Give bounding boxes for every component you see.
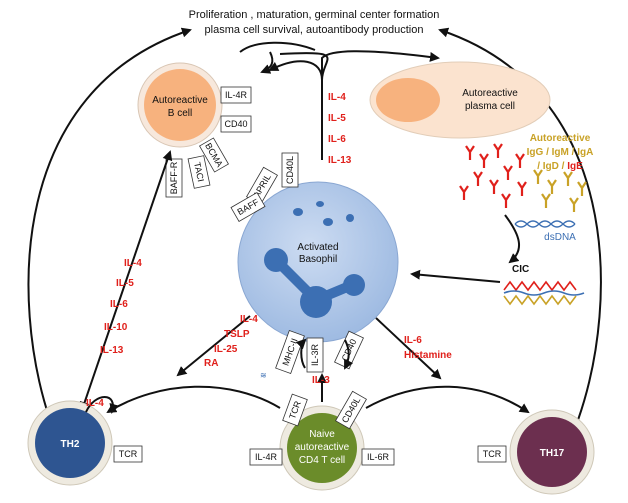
th2-label: TH2 (61, 439, 80, 450)
naive-t-label-line2: autoreactive (295, 442, 350, 453)
basophil-nucleus (264, 248, 365, 318)
plasma-cell-label-line2: plasma cell (465, 101, 515, 112)
svg-text:IL-6R: IL-6R (367, 452, 390, 462)
basophil-to-th2-arrow (176, 315, 251, 377)
svg-text:IL-4R: IL-4R (225, 90, 248, 100)
svg-text:IL-3R: IL-3R (310, 343, 320, 366)
svg-text:TCR: TCR (483, 449, 502, 459)
basophil-to-th17-arrow (375, 317, 442, 380)
th2-cytokine-4: IL-10 (104, 322, 128, 333)
antibody-cluster (459, 143, 587, 212)
th2-cell (35, 408, 105, 478)
b-cell-receptor-il4r: IL-4R (220, 86, 252, 104)
b-cell-label-line2: B cell (168, 108, 192, 119)
cic-to-basophil-arrow (410, 269, 501, 283)
basophil-label-line2: Basophil (299, 254, 337, 265)
th2-cytokine-3: IL-6 (110, 299, 128, 310)
basophil-peptide-mark: ≋ (260, 371, 267, 380)
basophil-to-th17-2: Histamine (404, 350, 452, 361)
basophil-to-plasma-arrow (321, 50, 440, 80)
basophil-surface-il3r: IL-3R (306, 337, 324, 373)
antibodies-line2: IgG / IgM / IgA (527, 147, 594, 158)
naive-t-receptor-il4r: IL-4R (249, 448, 283, 466)
th2-to-top-arrow (27, 27, 192, 421)
dsdna-helix (514, 220, 576, 228)
cic-complex (503, 280, 585, 306)
naive-to-th2-arrow (106, 385, 281, 414)
th2-receptor-tcr: TCR (113, 445, 143, 463)
basophil-cytokine-3: IL-6 (328, 134, 346, 145)
b-cell-label-line1: Autoreactive (152, 95, 208, 106)
b-cell-receptor-cd40: CD40 (220, 115, 252, 133)
top-text-line2: plasma cell survival, autoantibody produ… (205, 24, 424, 36)
th17-label: TH17 (540, 448, 565, 459)
naive-t-receptor-tcr: TCR (282, 393, 308, 427)
th2-cytokine-2: IL-5 (116, 278, 134, 289)
basophil-granules (293, 201, 354, 226)
naive-to-th17-arrow (365, 385, 530, 414)
antibodies-line3: / IgD / IgE (537, 161, 583, 172)
top-text-line1: Proliferation , maturation, germinal cen… (189, 9, 440, 21)
basophil-to-th2-4: RA (204, 358, 218, 369)
th17-receptor-tcr: TCR (477, 445, 507, 463)
basophil-cytokine-4: IL-13 (328, 155, 352, 166)
basophil-surface-mhcii: MHC-II (275, 329, 305, 375)
svg-text:CD40: CD40 (224, 119, 247, 129)
th2-feedback-label: IL-4 (86, 398, 104, 409)
basophil-to-th2-3: IL-25 (214, 344, 238, 355)
b-cell-receptor-bcma: BCMA (199, 137, 229, 173)
top-to-bcell-arrow (260, 51, 274, 74)
b-cell (144, 69, 216, 141)
il3-label: IL-3 (312, 375, 330, 386)
antibodies-title: Autoreactive (530, 133, 591, 144)
basophil-surface-cd40l: CD40L (281, 152, 299, 188)
plasma-cell-nucleus (376, 78, 440, 122)
dsdna-label: dsDNA (544, 232, 576, 243)
basophil-to-bcell-arrow (268, 60, 323, 160)
svg-text:BAFF-R: BAFF-R (169, 161, 179, 194)
th2-bcell-arrow (79, 150, 173, 412)
basophil-to-th2-2: TSLP (224, 329, 250, 340)
b-cell-receptor-baffr: BAFF-R (165, 158, 183, 198)
basophil-label-line1: Activated (297, 242, 338, 253)
svg-text:TCR: TCR (119, 449, 138, 459)
th17-to-top-arrow (438, 27, 602, 421)
basophil-cytokine-2: IL-5 (328, 113, 346, 124)
basophil-surface-baff: BAFF (230, 192, 266, 222)
plasma-cell-label-line1: Autoreactive (462, 88, 518, 99)
antibody-dsdna-to-cic-arrow (504, 214, 520, 264)
basophil-to-th2-1: IL-4 (240, 314, 258, 325)
svg-text:TACI: TACI (192, 161, 206, 182)
naive-t-receptor-il6r: IL-6R (361, 448, 395, 466)
naive-t-cell (287, 413, 357, 483)
b-cell-receptor-taci: TACI (187, 155, 211, 189)
naive-t-label-line3: CD4 T cell (299, 455, 345, 466)
svg-text:CD40L: CD40L (285, 156, 295, 184)
th2-il4-feedback-arrow (85, 396, 120, 414)
cic-label: CIC (512, 264, 529, 275)
basophil-to-th17-1: IL-6 (404, 335, 422, 346)
th17-cell (517, 417, 587, 487)
th2-cytokine-5: IL-13 (100, 345, 124, 356)
naive-t-label-line1: Naive (309, 429, 335, 440)
basophil-cytokine-1: IL-4 (328, 92, 346, 103)
th2-cytokine-1: IL-4 (124, 258, 142, 269)
svg-text:IL-4R: IL-4R (255, 452, 278, 462)
